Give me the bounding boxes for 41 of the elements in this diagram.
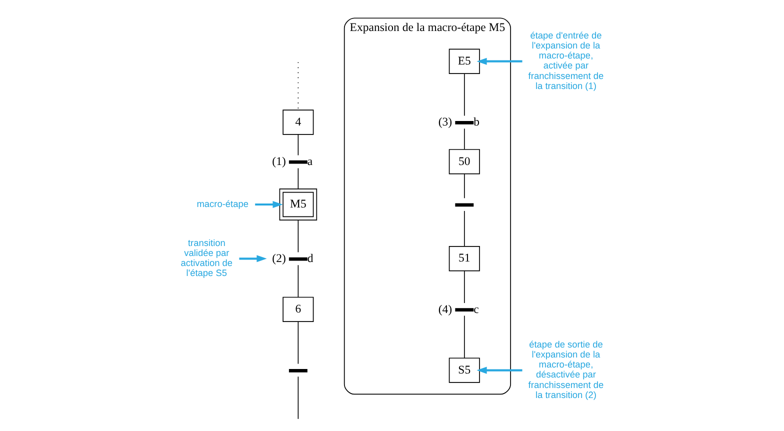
- node-label: (1): [272, 155, 286, 168]
- connector: [464, 270, 465, 304]
- node-bar: [455, 120, 474, 124]
- node-box: 4: [282, 110, 314, 135]
- node-text: étape de sortie de l'expansion de la macro-étape, désactivée par franchissement de la transition (2): [528, 339, 604, 400]
- node-label: (3): [438, 116, 452, 129]
- node-box: 6: [282, 296, 314, 322]
- node-label: c: [474, 302, 479, 316]
- node-label: b: [474, 116, 480, 129]
- arrow: [476, 366, 522, 374]
- node-label: a: [307, 155, 313, 168]
- node-text: macro-étape: [196, 198, 249, 209]
- connector: [298, 321, 299, 364]
- connector: [298, 376, 299, 420]
- node-bar: [288, 369, 308, 372]
- node-box: S5: [448, 358, 480, 383]
- arrow: [255, 200, 283, 208]
- node-bar: [455, 203, 474, 207]
- node-label: d: [307, 252, 314, 266]
- connector: [464, 73, 465, 116]
- node-bar: [288, 257, 308, 261]
- node-box: 51: [448, 246, 480, 272]
- node-label: (2): [272, 252, 286, 266]
- node-bar: [455, 308, 474, 312]
- node-text: étape d'entrée de l'expansion de la macro-étape, activée par franchissement de la transition (1): [528, 30, 604, 91]
- connector: [298, 168, 299, 190]
- connector: [464, 315, 465, 358]
- connector: [464, 210, 465, 247]
- node-box: E5: [448, 48, 480, 74]
- connector: [298, 264, 299, 298]
- node-box: 50: [448, 149, 480, 174]
- node-label: (4): [438, 302, 452, 316]
- connector: [298, 220, 299, 253]
- connector: [464, 174, 465, 199]
- arrow: [239, 255, 267, 262]
- node-box: M5: [279, 188, 318, 220]
- connector: [298, 134, 299, 156]
- node-text: transition validée par activation de l'étape S5: [180, 238, 233, 278]
- node-bar: [288, 160, 308, 164]
- arrow: [476, 58, 522, 65]
- connector: [464, 128, 465, 150]
